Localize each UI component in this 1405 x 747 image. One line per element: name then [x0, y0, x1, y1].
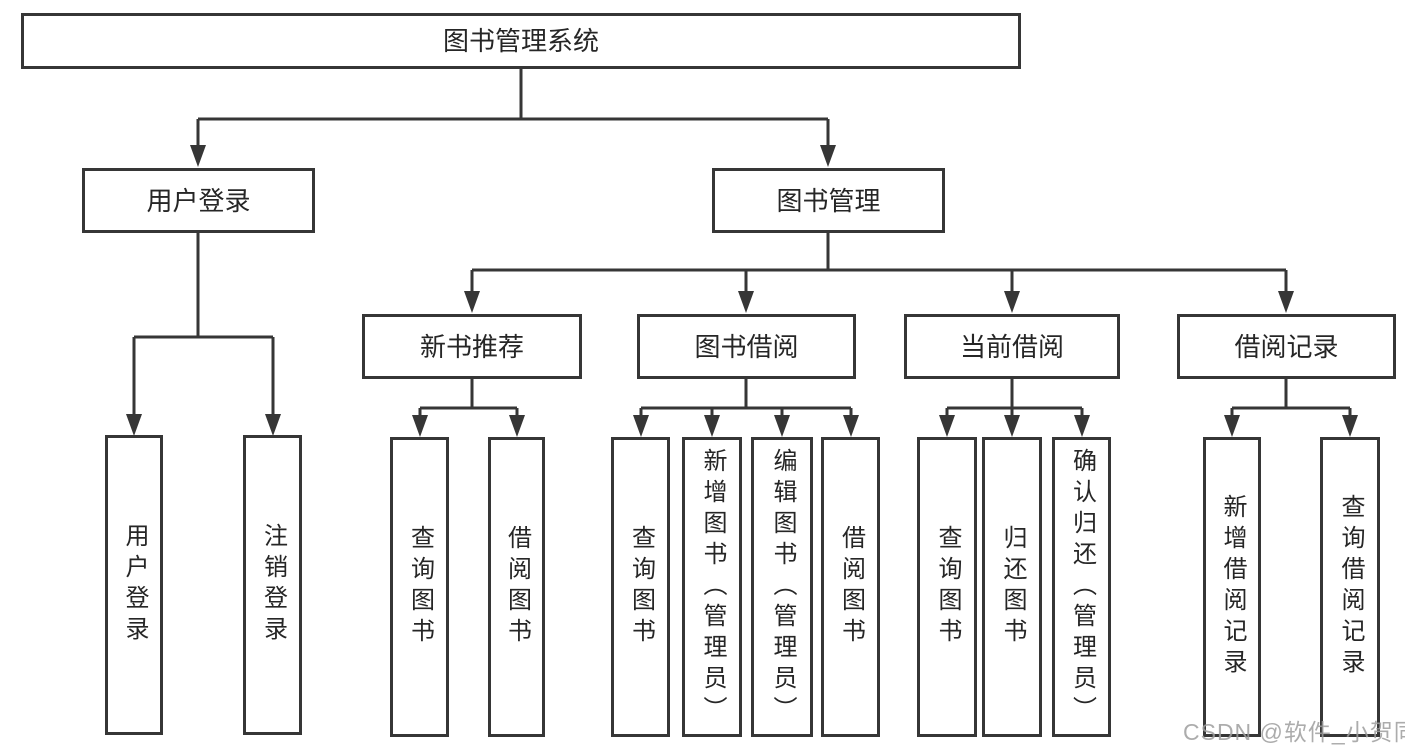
leaf-query-borrow-record: 查询借阅记录	[1320, 437, 1380, 737]
node-book-management: 图书管理	[712, 168, 945, 233]
leaf-add-book-admin: 新增图书（管理员）	[682, 437, 742, 737]
leaf-query-books-2: 查询图书	[611, 437, 670, 737]
leaf-edit-book-admin: 编辑图书（管理员）	[751, 437, 813, 737]
node-current-borrowing: 当前借阅	[904, 314, 1120, 379]
node-user-login: 用户登录	[82, 168, 315, 233]
node-root-library-system: 图书管理系统	[21, 13, 1021, 69]
leaf-user-login: 用户登录	[105, 435, 163, 735]
leaf-borrow-books-2: 借阅图书	[821, 437, 880, 737]
leaf-borrow-books-1: 借阅图书	[488, 437, 545, 737]
leaf-query-books-3: 查询图书	[917, 437, 977, 737]
leaf-add-borrow-record: 新增借阅记录	[1203, 437, 1261, 737]
leaf-logout: 注销登录	[243, 435, 302, 735]
csdn-watermark: CSDN @软件_小贺同学	[1183, 719, 1405, 745]
leaf-return-book: 归还图书	[982, 437, 1042, 737]
leaf-confirm-return-admin: 确认归还（管理员）	[1052, 437, 1111, 737]
leaf-query-books-1: 查询图书	[390, 437, 449, 737]
node-borrow-records: 借阅记录	[1177, 314, 1396, 379]
node-new-book-recommend: 新书推荐	[362, 314, 582, 379]
node-book-borrowing: 图书借阅	[637, 314, 856, 379]
